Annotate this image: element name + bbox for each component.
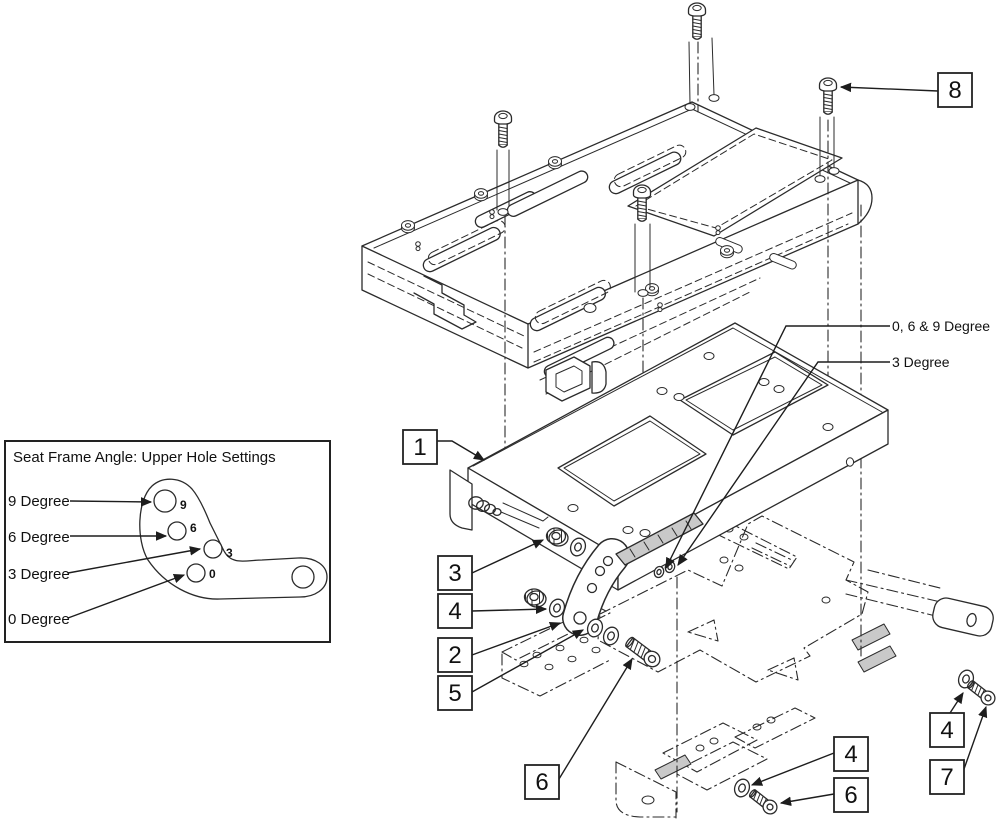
callout-4-left-label: 4 (448, 598, 461, 625)
screw-top-icon (687, 2, 707, 40)
callout-8-label: 8 (948, 77, 961, 104)
inset-hole-0: 0 (209, 567, 216, 581)
angle-bracket-strip (615, 512, 704, 566)
inset-label-9-degree: 9 Degree (8, 493, 70, 510)
callout-1: 1 (402, 429, 438, 465)
callout-6: 6 (524, 764, 560, 800)
callouts: 8 1 3 4 2 5 6 4 (402, 72, 973, 813)
callout-5: 5 (437, 675, 473, 711)
callout-6-bottom-label: 6 (844, 782, 857, 809)
screw-left-icon (493, 110, 513, 148)
callout-4-bottom: 4 (833, 736, 869, 772)
callout-4-bottom-label: 4 (844, 741, 857, 768)
callout-4-right-label: 4 (940, 717, 953, 744)
inset-leaders (67, 497, 202, 619)
callout-4-right: 4 (929, 712, 965, 748)
screw-icon-6-bottom (746, 786, 781, 818)
pivot-link-drawing (562, 538, 630, 636)
inset-label-3-degree: 3 Degree (8, 566, 70, 583)
callout-7: 7 (929, 759, 965, 795)
callout-8: 8 (937, 72, 973, 108)
inset-label-6-degree: 6 Degree (8, 529, 70, 546)
three-degree-label: 3 Degree (892, 354, 950, 370)
callout-3-label: 3 (448, 560, 461, 587)
callout-2: 2 (437, 637, 473, 673)
callout-5-label: 5 (448, 680, 461, 707)
leader-lines (437, 82, 988, 806)
callout-3: 3 (437, 555, 473, 591)
callout-4-left: 4 (437, 593, 473, 629)
inset-label-0-degree: 0 Degree (8, 611, 70, 628)
callout-6-bottom: 6 (833, 777, 869, 813)
inset-hole-9: 9 (180, 498, 187, 512)
screw-icon-7 (964, 677, 999, 709)
callout-1-label: 1 (413, 434, 426, 461)
base-frame-drawing (501, 508, 994, 819)
inset-bracket-drawing: 9 6 3 0 (139, 478, 328, 600)
inset-hole-6: 6 (190, 521, 197, 535)
callout-2-label: 2 (448, 642, 461, 669)
screw-right-icon (818, 77, 838, 115)
seat-pan-drawing (361, 101, 873, 402)
inset-hole-3: 3 (226, 546, 233, 560)
seat-frame-plate-drawing (449, 322, 889, 636)
callout-6-label: 6 (535, 769, 548, 796)
callout-7-label: 7 (940, 764, 953, 791)
inset-title: Seat Frame Angle: Upper Hole Settings (13, 449, 276, 466)
upper-holes-degree-label: 0, 6 & 9 Degree (892, 318, 990, 334)
release-knob-icon (468, 496, 549, 529)
nut-icon-4 (523, 588, 547, 608)
inset-detail-box: Seat Frame Angle: Upper Hole Settings 9 … (4, 440, 331, 643)
